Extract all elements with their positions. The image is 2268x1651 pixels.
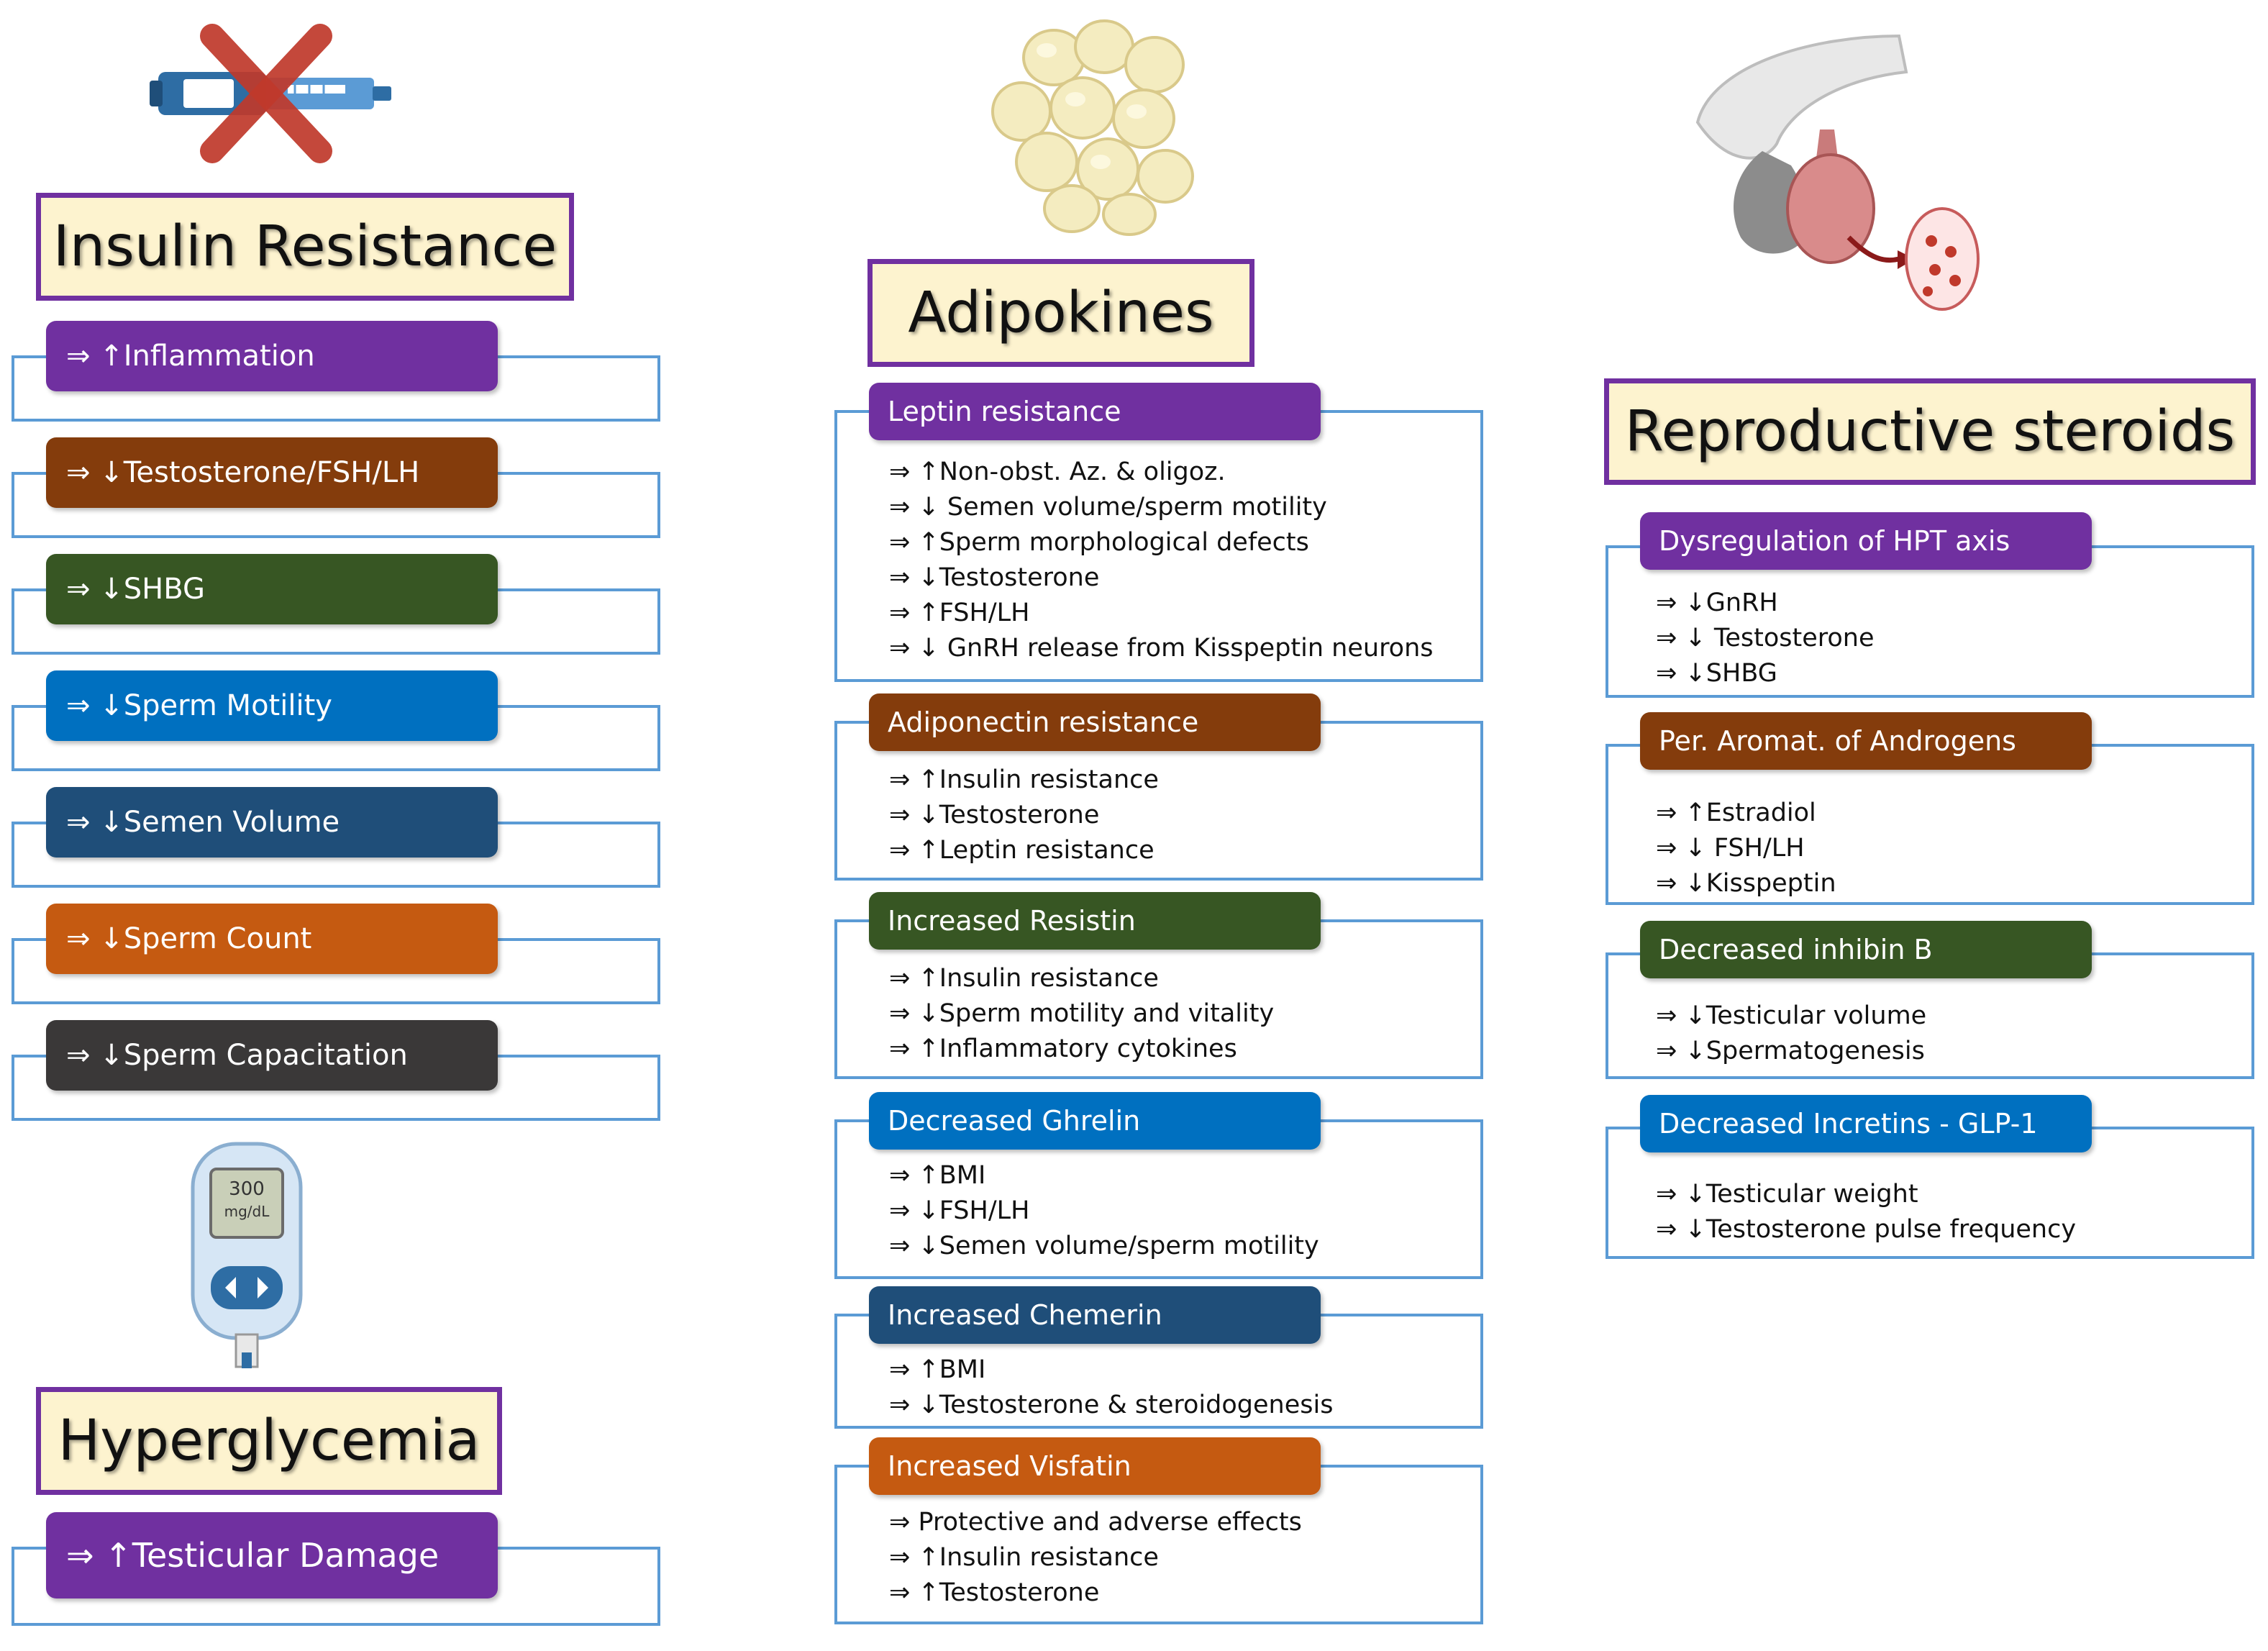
adipokines-section-header: Leptin resistance	[869, 383, 1321, 440]
reproductive-steroids-section-header: Dysregulation of HPT axis	[1640, 512, 2092, 570]
effect-item: ⇒ ↓Semen volume/sperm motility	[889, 1232, 1319, 1260]
effect-item: ⇒ ↓ Semen volume/sperm motility	[889, 493, 1327, 522]
insulin-resistance-item: ⇒ ↓Testosterone/FSH/LH	[46, 437, 498, 508]
effect-item: ⇒ ↑FSH/LH	[889, 599, 1030, 627]
adipokines-section-items: ⇒ ↑Insulin resistance ⇒ ↓Testosterone ⇒ ↑L…	[889, 763, 1159, 868]
crossed-out-insulin-pen-icon	[150, 24, 391, 163]
insulin-resistance-item: ⇒ ↓Semen Volume	[46, 787, 498, 858]
hypothalamus-pituitary-testis-icon	[1695, 34, 1980, 311]
adipokines-section-header: Increased Chemerin	[869, 1286, 1321, 1344]
effect-item: ⇒ ↑Leptin resistance	[889, 836, 1155, 865]
effect-item: ⇒ ↓Spermatogenesis	[1656, 1037, 1925, 1065]
reproductive-steroids-title: Reproductive steroids	[1604, 378, 2256, 485]
hyperglycemia-item: ⇒ ↑Testicular Damage	[46, 1512, 498, 1598]
effect-item: ⇒ ↓Kisspeptin	[1656, 869, 1836, 898]
effect-item: ⇒ ↑BMI	[889, 1161, 986, 1190]
effect-item: ⇒ ↓Testicular weight	[1656, 1180, 1918, 1209]
reproductive-steroids-section-header: Decreased Incretins - GLP-1	[1640, 1095, 2092, 1152]
effect-item: ⇒ ↓Sperm motility and vitality	[889, 999, 1275, 1028]
hyperglycemia-title: Hyperglycemia	[36, 1387, 502, 1495]
effect-item: ⇒ ↓Testosterone	[889, 563, 1100, 592]
reproductive-steroids-section-frame	[1606, 744, 2254, 905]
effect-item: ⇒ ↓ GnRH release from Kisspeptin neurons	[889, 634, 1434, 663]
adipokines-section-header: Adiponectin resistance	[869, 693, 1321, 751]
effect-item: ⇒ ↑Testosterone	[889, 1578, 1100, 1607]
insulin-resistance-item: ⇒ ↓Sperm Motility	[46, 670, 498, 741]
adipokines-section-items: ⇒ Protective and adverse effects ⇒ ↑Insul…	[889, 1505, 1302, 1611]
reproductive-steroids-section-items: ⇒ ↓Testicular weight ⇒ ↓Testosterone puls…	[1656, 1177, 2076, 1247]
reproductive-steroids-section-frame	[1606, 545, 2254, 698]
effect-item: ⇒ ↑Non-obst. Az. & oligoz.	[889, 458, 1226, 486]
reproductive-steroids-section-header: Decreased inhibin B	[1640, 921, 2092, 978]
reproductive-steroids-section-items: ⇒ ↓GnRH ⇒ ↓ Testosterone ⇒ ↓SHBG	[1656, 586, 1874, 691]
adipokines-section-header: Increased Visfatin	[869, 1437, 1321, 1495]
insulin-resistance-title: Insulin Resistance	[36, 193, 574, 301]
glucometer-icon: 300 mg/dL	[186, 1137, 308, 1374]
adipocyte-cluster-icon	[991, 19, 1194, 236]
effect-item: ⇒ ↓Testosterone	[889, 801, 1100, 829]
glucometer-unit: mg/dL	[224, 1203, 270, 1220]
effect-item: ⇒ ↑Insulin resistance	[889, 765, 1159, 794]
adipokines-section-header: Decreased Ghrelin	[869, 1092, 1321, 1150]
effect-item: ⇒ ↓ Testosterone	[1656, 624, 1875, 652]
effect-item: ⇒ ↓FSH/LH	[889, 1196, 1030, 1225]
adipokines-section-items: ⇒ ↑Non-obst. Az. & oligoz. ⇒ ↓ Semen volu…	[889, 455, 1434, 666]
effect-item: ⇒ ↓GnRH	[1656, 588, 1778, 617]
insulin-resistance-item: ⇒ ↓SHBG	[46, 554, 498, 624]
insulin-resistance-item: ⇒ ↑Inflammation	[46, 321, 498, 391]
glucometer-value: 300	[229, 1178, 265, 1200]
effect-item: ⇒ ↓Testosterone pulse frequency	[1656, 1215, 2077, 1244]
effect-item: ⇒ ↑BMI	[889, 1355, 986, 1384]
effect-item: ⇒ ↑Insulin resistance	[889, 1543, 1159, 1572]
adipokines-section-items: ⇒ ↑Insulin resistance ⇒ ↓Sperm motility a…	[889, 961, 1274, 1067]
adipokines-section-items: ⇒ ↑BMI ⇒ ↓Testosterone & steroidogenesis	[889, 1352, 1333, 1423]
effect-item: ⇒ ↓ FSH/LH	[1656, 834, 1805, 863]
adipokines-section-items: ⇒ ↑BMI ⇒ ↓FSH/LH ⇒ ↓Semen volume/sperm mot…	[889, 1158, 1319, 1264]
insulin-resistance-item: ⇒ ↓Sperm Count	[46, 904, 498, 974]
effect-item: ⇒ ↑Sperm morphological defects	[889, 528, 1309, 557]
insulin-resistance-item: ⇒ ↓Sperm Capacitation	[46, 1020, 498, 1091]
reproductive-steroids-section-items: ⇒ ↑Estradiol ⇒ ↓ FSH/LH ⇒ ↓Kisspeptin	[1656, 796, 1836, 901]
reproductive-steroids-section-items: ⇒ ↓Testicular volume ⇒ ↓Spermatogenesis	[1656, 999, 1926, 1069]
effect-item: ⇒ Protective and adverse effects	[889, 1508, 1302, 1537]
effect-item: ⇒ ↑Inflammatory cytokines	[889, 1034, 1237, 1063]
effect-item: ⇒ ↓Testosterone & steroidogenesis	[889, 1391, 1334, 1419]
adipokines-section-header: Increased Resistin	[869, 892, 1321, 950]
reproductive-steroids-section-header: Per. Aromat. of Androgens	[1640, 712, 2092, 770]
effect-item: ⇒ ↓SHBG	[1656, 659, 1777, 688]
effect-item: ⇒ ↓Testicular volume	[1656, 1001, 1927, 1030]
adipokines-title: Adipokines	[867, 259, 1254, 367]
effect-item: ⇒ ↑Insulin resistance	[889, 964, 1159, 993]
effect-item: ⇒ ↑Estradiol	[1656, 799, 1816, 827]
